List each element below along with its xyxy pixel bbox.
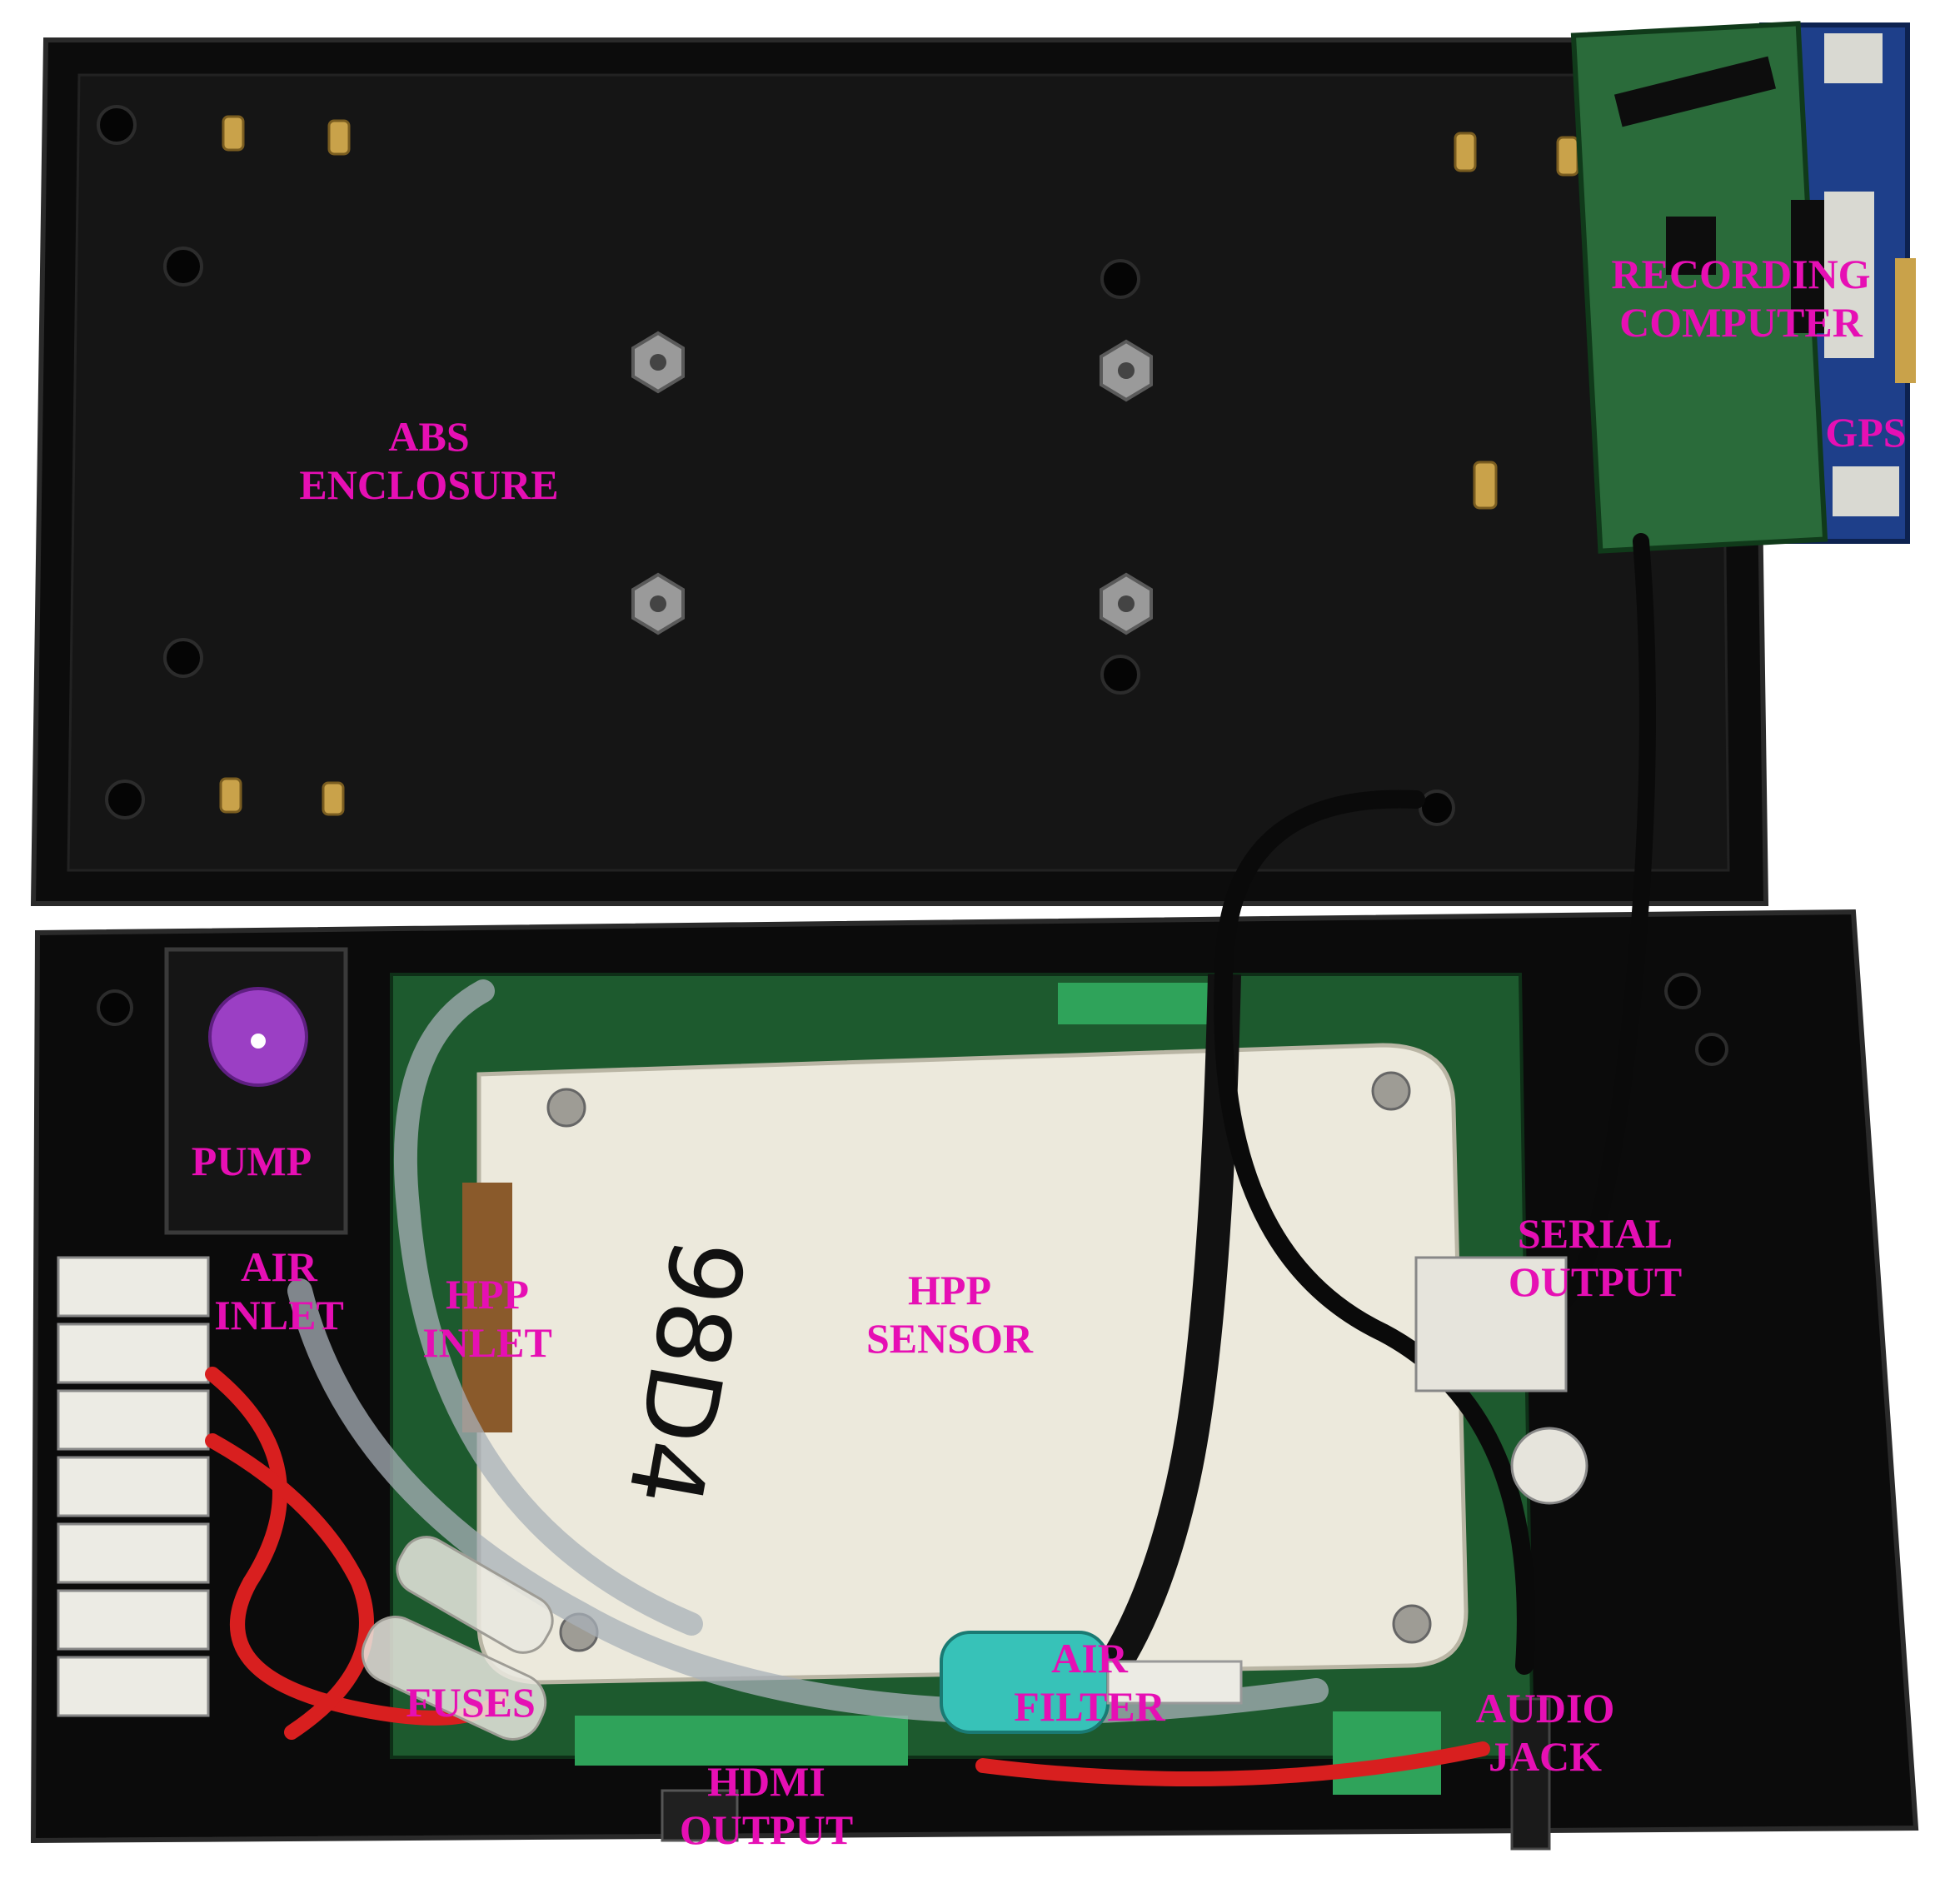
label-recording-computer-line2: COMPUTER: [1619, 299, 1863, 346]
label-fuses-line1: FUSES: [406, 1679, 536, 1726]
label-hdmi-output-line2: OUTPUT: [679, 1806, 854, 1853]
fuses-holder: [361, 1536, 554, 1741]
label-audio-jack-line2: JACK: [1488, 1733, 1603, 1780]
label-air-inlet: AIR INLET: [214, 1243, 344, 1339]
label-gps: GPS: [1825, 408, 1906, 456]
label-serial-output: SERIAL OUTPUT: [1509, 1209, 1682, 1306]
label-audio-jack: AUDIO JACK: [1476, 1684, 1615, 1781]
label-abs-enclosure: ABS ENCLOSURE: [299, 412, 558, 509]
label-recording-computer: RECORDING COMPUTER: [1611, 250, 1870, 346]
enclosure-lid: [30, 37, 1769, 906]
label-air-inlet-line2: INLET: [214, 1292, 344, 1338]
label-pump: PUMP: [192, 1137, 312, 1185]
audio-jack-component: [1510, 1697, 1551, 1851]
label-serial-output-line2: OUTPUT: [1508, 1258, 1683, 1305]
label-recording-computer-line1: RECORDING: [1611, 251, 1871, 297]
label-hpp-inlet: HPP INLET: [422, 1270, 552, 1367]
label-gps-line1: GPS: [1825, 409, 1907, 456]
recording-computer-board: [1570, 21, 1916, 554]
hdmi-connector: [661, 1789, 739, 1842]
label-hpp-inlet-line1: HPP: [446, 1271, 529, 1318]
label-hpp-sensor-line2: SENSOR: [865, 1315, 1034, 1362]
label-hpp-inlet-line2: INLET: [422, 1319, 552, 1366]
label-hpp-sensor: HPP SENSOR: [866, 1266, 1033, 1362]
label-air-filter-line1: AIR: [1051, 1635, 1128, 1681]
air-filter-component: [940, 1631, 1243, 1734]
serial-connector: [1414, 1256, 1588, 1505]
label-fuses: FUSES: [406, 1678, 536, 1726]
label-pump-line1: PUMP: [191, 1138, 312, 1184]
label-hdmi-output: HDMI OUTPUT: [680, 1757, 853, 1854]
label-audio-jack-line1: AUDIO: [1475, 1685, 1615, 1731]
pump: [164, 947, 348, 1235]
label-abs-enclosure-line1: ABS: [388, 413, 470, 460]
label-hdmi-output-line1: HDMI: [707, 1758, 825, 1805]
enclosure-base: 98D4: [30, 533, 1919, 1851]
label-air-filter-line2: FILTER: [1014, 1683, 1165, 1730]
label-serial-output-line1: SERIAL: [1517, 1210, 1673, 1257]
label-abs-enclosure-line2: ENCLOSURE: [299, 461, 559, 508]
label-air-inlet-line1: AIR: [241, 1243, 317, 1290]
label-air-filter: AIR FILTER: [1014, 1634, 1165, 1731]
label-hpp-sensor-line1: HPP: [908, 1267, 991, 1313]
